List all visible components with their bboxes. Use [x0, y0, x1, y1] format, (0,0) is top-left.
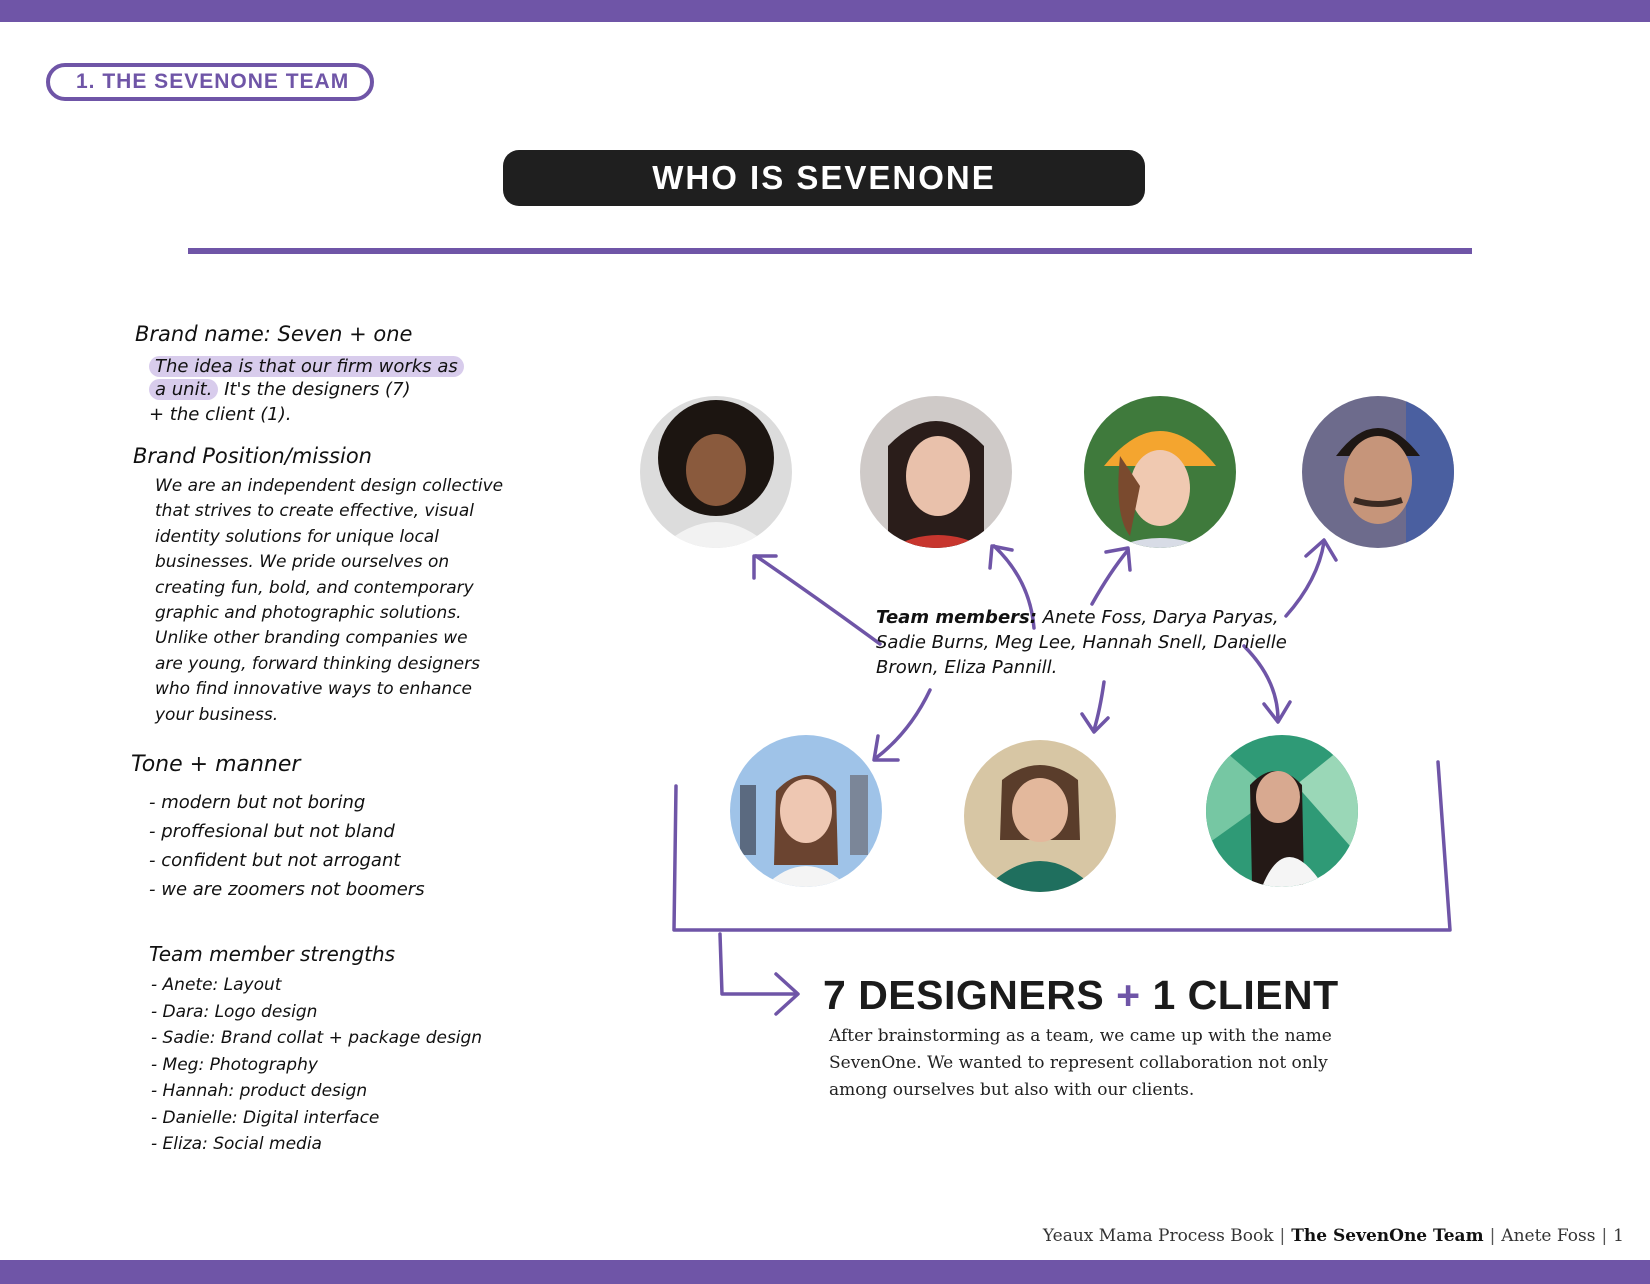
list-item: - proffesional but not bland: [149, 821, 395, 842]
team-photo-6: [964, 740, 1116, 892]
team-members-label: Team members:: [876, 607, 1037, 628]
tone-heading: Tone + manner: [131, 752, 301, 777]
list-item: - confident but not arrogant: [149, 850, 401, 871]
summary-description: After brainstorming as a team, we came u…: [829, 1026, 1332, 1100]
list-item: - we are zoomers not boomers: [149, 879, 425, 900]
summary-headline: 7 DESIGNERS + 1 CLIENT: [823, 972, 1339, 1019]
list-item: - modern but not boring: [149, 792, 366, 813]
team-photo-3: [1084, 396, 1236, 548]
section-tag: 1. THE SEVENONE TEAM: [46, 63, 374, 101]
brand-name-rest: It's the designers (7) + the client (1).: [149, 379, 411, 425]
brand-name-heading: Brand name: Seven + one: [135, 322, 413, 346]
headline-designers: 7 DESIGNERS: [823, 972, 1105, 1018]
team-members-note: Team members: Anete Foss, Darya Paryas, …: [876, 605, 1296, 680]
mission-heading: Brand Position/mission: [133, 444, 372, 468]
list-item: - Dara: Logo design: [151, 1001, 318, 1022]
highlight-line-1: The idea is that our firm works as: [149, 356, 464, 377]
list-item: - Sadie: Brand collat + package design: [151, 1028, 483, 1048]
team-photo-5: [730, 735, 882, 887]
team-photo-7: [1206, 735, 1358, 887]
tone-list: - modern but not boring - proffesional b…: [149, 788, 425, 904]
footer-author: Anete Foss: [1501, 1226, 1596, 1246]
list-item: - Meg: Photography: [151, 1054, 318, 1075]
team-members-names: Anete Foss, Darya Paryas, Sadie Burns, M…: [876, 607, 1287, 678]
page-footer: Yeaux Mama Process Book|The SevenOne Tea…: [1042, 1226, 1624, 1246]
highlight-line-2: a unit.: [149, 379, 219, 400]
strengths-heading: Team member strengths: [149, 942, 396, 966]
top-accent-band: [0, 0, 1650, 22]
brand-name-note: The idea is that our firm works as: [149, 354, 464, 379]
list-item: - Danielle: Digital interface: [151, 1107, 380, 1128]
bottom-accent-band: [0, 1260, 1650, 1284]
team-photo-1: [640, 396, 792, 548]
footer-section: The SevenOne Team: [1291, 1226, 1484, 1246]
page-title: WHO IS SEVENONE: [503, 150, 1145, 206]
footer-book: Yeaux Mama Process Book: [1042, 1226, 1274, 1246]
list-item: - Eliza: Social media: [151, 1134, 322, 1154]
strengths-list: - Anete: Layout - Dara: Logo design - Sa…: [151, 972, 482, 1158]
headline-plus: +: [1116, 972, 1141, 1018]
title-divider: [188, 248, 1472, 254]
list-item: - Anete: Layout: [151, 975, 282, 995]
list-item: - Hannah: product design: [151, 1081, 368, 1101]
mission-text: We are an independent design collective …: [155, 476, 504, 725]
footer-page-number: 1: [1613, 1226, 1624, 1246]
headline-client: 1 CLIENT: [1152, 972, 1339, 1018]
